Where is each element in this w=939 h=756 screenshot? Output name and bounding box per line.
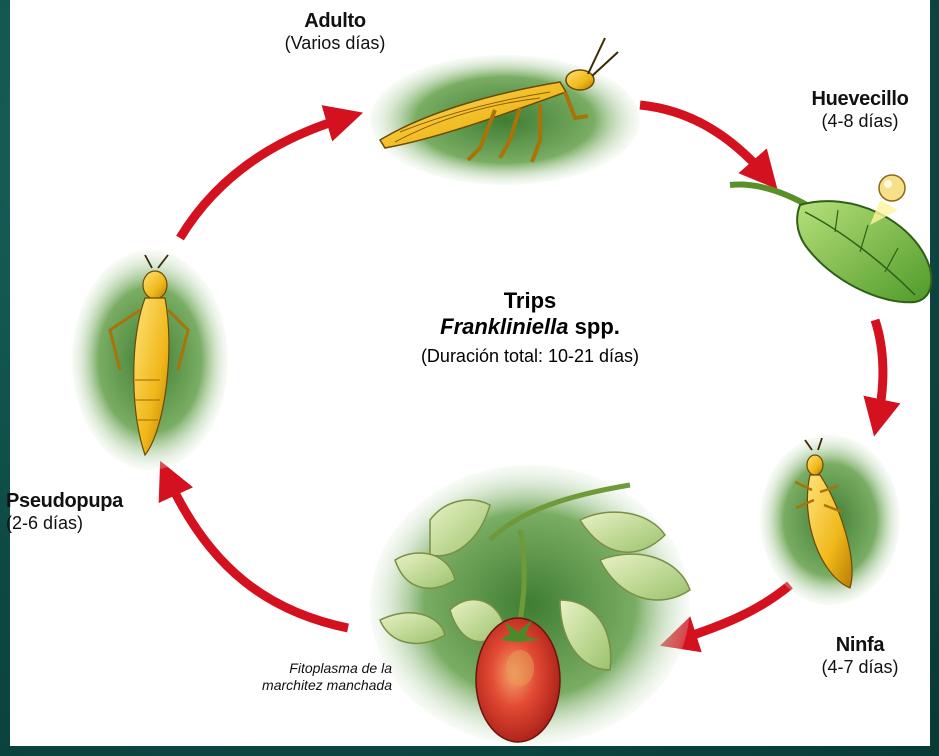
stage-nymph-title: Ninfa [800,634,920,657]
arrow-plant-to-pseudopupa [168,478,348,628]
adult-thrips-icon [370,38,640,185]
stage-nymph-label: Ninfa (4-7 días) [800,634,920,678]
species-scientific-name: Frankliniella spp. [360,314,700,340]
stage-egg-label: Huevecillo (4-8 días) [790,88,930,132]
pseudopupa-thrips-icon [72,250,228,470]
nymph-thrips-icon [760,435,900,605]
arrow-egg-to-nymph [875,320,883,418]
total-duration: (Duración total: 10-21 días) [360,346,700,367]
stage-adult-title: Adulto [255,10,415,33]
genus-name: Frankliniella [440,314,568,339]
species-suffix: spp. [575,314,620,339]
annotation-line-2: marchitez manchada [212,677,392,694]
infected-tomato-plant-icon [370,465,690,745]
arrow-adult-to-egg [640,105,765,175]
stage-nymph-duration: (4-7 días) [800,657,920,678]
arrow-nymph-to-plant [678,585,790,640]
stage-egg-title: Huevecillo [790,88,930,111]
arrow-pseudopupa-to-adult [180,118,345,238]
stage-pseudopupa-duration: (2-6 días) [6,513,146,534]
annotation-line-1: Fitoplasma de la [212,660,392,677]
leaf-with-egg-icon [730,175,931,302]
stage-pseudopupa-title: Pseudopupa [6,490,146,513]
stage-adult-label: Adulto (Varios días) [255,10,415,54]
species-common-name: Trips [360,288,700,314]
phytoplasma-annotation: Fitoplasma de la marchitez manchada [212,660,392,694]
stage-adult-duration: (Varios días) [255,33,415,54]
center-label: Trips Frankliniella spp. (Duración total… [360,288,700,367]
stage-pseudopupa-label: Pseudopupa (2-6 días) [6,490,146,534]
stage-egg-duration: (4-8 días) [790,111,930,132]
